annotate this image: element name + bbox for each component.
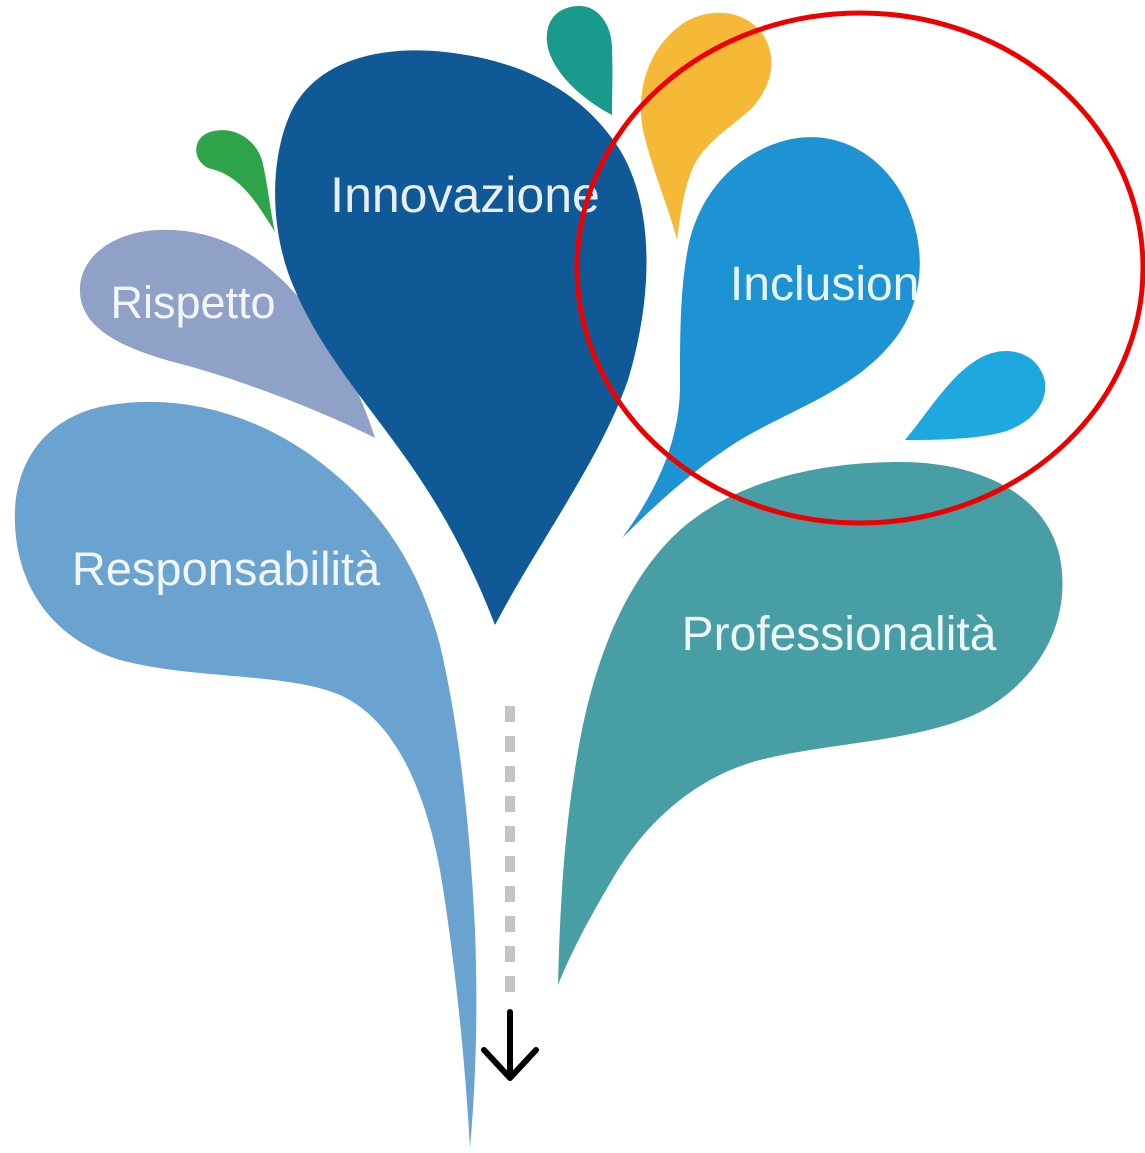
highlight-circle (574, 10, 1145, 526)
responsabilita-petal (14, 401, 477, 1148)
innovazione-label: Innovazione (330, 167, 600, 223)
light-blue-droplet (905, 351, 1046, 440)
professionalita-petal (558, 462, 1063, 985)
innovazione-petal (275, 50, 647, 625)
rispetto-label: Rispetto (110, 277, 275, 328)
inclusione-label: Inclusione (730, 258, 946, 311)
teal-droplet (546, 6, 613, 115)
rispetto-petal (79, 229, 376, 438)
green-droplet (196, 130, 275, 232)
arrow-down-icon (481, 1009, 539, 1081)
professionalita-label: Professionalità (682, 608, 997, 661)
inclusione-petal (622, 137, 920, 538)
yellow-droplet (640, 12, 772, 241)
responsabilita-label: Responsabilità (72, 542, 381, 595)
